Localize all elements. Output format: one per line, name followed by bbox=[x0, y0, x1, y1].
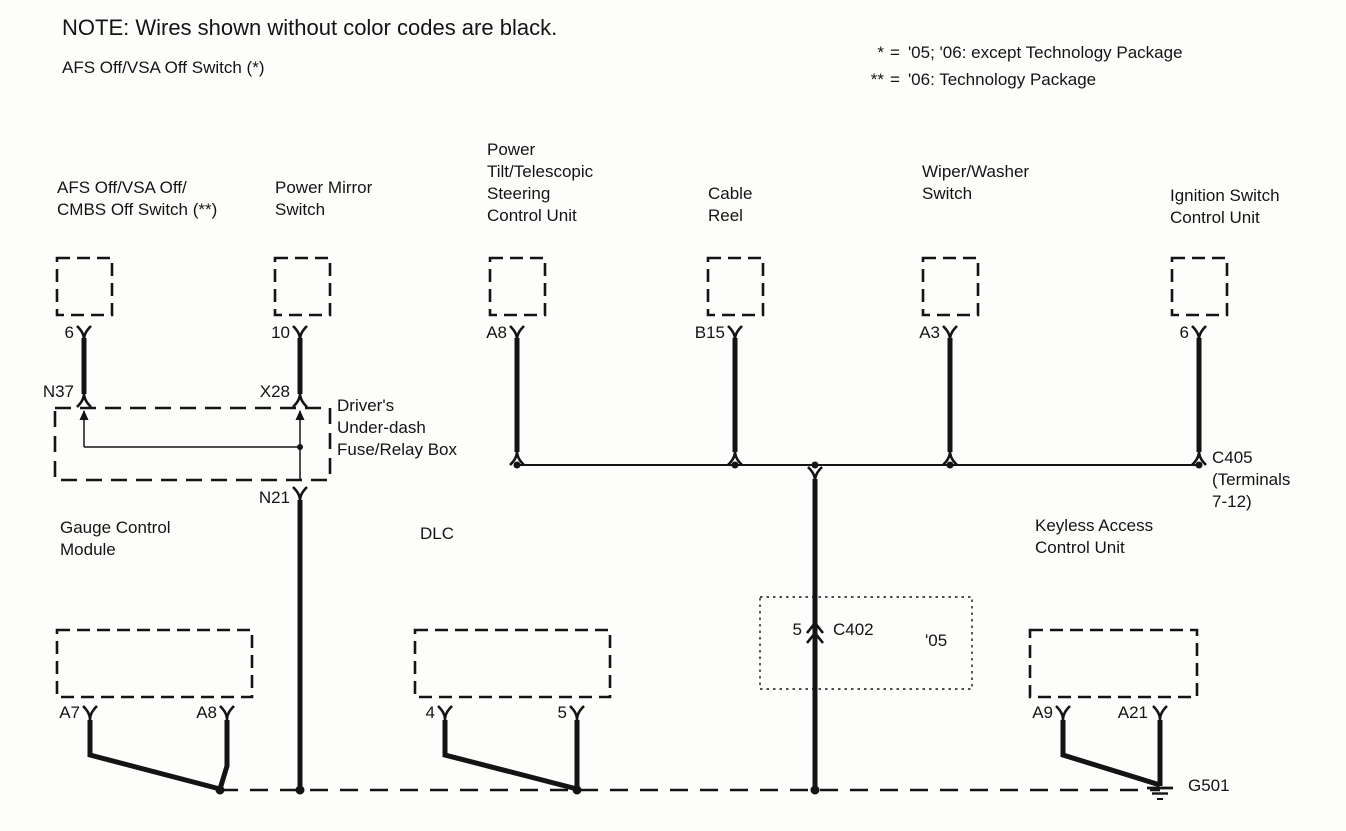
dlc-label: DLC bbox=[420, 524, 455, 543]
gauge-a7-connector bbox=[81, 704, 99, 722]
cable-reel-label: Cable Reel bbox=[708, 184, 753, 225]
legend-equals-2: = bbox=[890, 70, 900, 89]
gauge-module-label: Gauge Control Module bbox=[60, 518, 171, 559]
c402-chevron-top bbox=[805, 620, 825, 634]
legend-symbol-1: * bbox=[877, 43, 884, 62]
g501-ground-label: G501 bbox=[1188, 776, 1230, 795]
c402-connector bbox=[805, 620, 825, 644]
note-text: NOTE: Wires shown without color codes ar… bbox=[62, 15, 558, 40]
component-boxes bbox=[53, 256, 1229, 699]
dlc-4-connector bbox=[436, 704, 454, 722]
ground-bus-dot-c402 bbox=[810, 785, 820, 795]
model-year-05-box bbox=[759, 596, 973, 690]
x28-node-label: X28 bbox=[259, 382, 290, 401]
power-mirror-pin-label: 10 bbox=[271, 323, 290, 342]
ignition-switch-label: Ignition Switch Control Unit bbox=[1170, 186, 1280, 227]
c402-name-label: C402 bbox=[833, 620, 874, 639]
power-mirror-pin-connector bbox=[291, 324, 309, 342]
n37-connector bbox=[75, 391, 93, 409]
ground-bus-dot-gauge bbox=[215, 785, 225, 795]
ground-symbol bbox=[1147, 786, 1173, 800]
top-bus-dot-wiper bbox=[946, 461, 954, 469]
fuse-relay-box bbox=[53, 406, 332, 482]
wiper-washer-pin-connector bbox=[941, 324, 959, 342]
gauge-a8-connector bbox=[218, 704, 236, 722]
power-mirror-box bbox=[273, 256, 332, 317]
keyless-a21-connector bbox=[1151, 704, 1169, 722]
n21-connector bbox=[291, 485, 309, 503]
keyless-a9-wire bbox=[1060, 720, 1161, 788]
keyless-label: Keyless Access Control Unit bbox=[1035, 516, 1154, 557]
cable-reel-pin-connector bbox=[726, 324, 744, 342]
fuse-internal-arrow-n37 bbox=[79, 410, 89, 420]
junction-dots bbox=[215, 461, 1203, 795]
afs-switch-box bbox=[55, 256, 114, 317]
ground-bus-dot-n21 bbox=[295, 785, 305, 795]
afs-switch-label: AFS Off/VSA Off/ CMBS Off Switch (**) bbox=[57, 178, 218, 219]
cable-reel-box bbox=[706, 256, 765, 317]
legend-row-2: ** = '06: Technology Package bbox=[858, 66, 1183, 93]
power-tilt-pin-label: A8 bbox=[486, 323, 507, 342]
wiper-washer-label: Wiper/Washer Switch bbox=[922, 162, 1030, 203]
n21-node-label: N21 bbox=[258, 488, 290, 507]
afs-pin-label: 6 bbox=[64, 323, 74, 342]
top-bus-dot-c402-branch bbox=[811, 461, 819, 469]
top-bus-dot-cable-reel bbox=[731, 461, 739, 469]
legend-text-2: '06: Technology Package bbox=[907, 70, 1097, 89]
fuse-internal-arrow-x28 bbox=[295, 410, 305, 420]
power-tilt-pin-connector bbox=[508, 324, 526, 342]
afs-pin-connector bbox=[75, 324, 93, 342]
ignition-pin-connector bbox=[1190, 324, 1208, 342]
legend-equals-1: = bbox=[890, 43, 900, 62]
fuse-box-label: Driver's Under-dash Fuse/Relay Box bbox=[337, 396, 457, 459]
c402-chevron-bottom bbox=[805, 630, 825, 644]
x28-connector bbox=[291, 391, 309, 409]
dlc-4-wire bbox=[442, 720, 578, 792]
gauge-a8-wire bbox=[217, 720, 230, 790]
dlc-4-pin-label: 4 bbox=[425, 703, 435, 722]
legend-symbol-2: ** bbox=[870, 70, 884, 89]
gauge-module-box bbox=[55, 628, 254, 699]
dlc-5-connector bbox=[568, 704, 586, 722]
fuse-internal-junction-dot bbox=[297, 444, 303, 450]
keyless-box bbox=[1028, 628, 1199, 699]
gauge-a7-pin-label: A7 bbox=[59, 703, 80, 722]
bus-lines bbox=[220, 464, 1199, 792]
power-tilt-label: Power Tilt/Telescopic Steering Control U… bbox=[487, 140, 594, 225]
keyless-a21-pin-label: A21 bbox=[1117, 703, 1148, 722]
c402-branch-bus-connector bbox=[806, 465, 824, 483]
dlc-box bbox=[413, 628, 612, 699]
wiper-washer-box bbox=[921, 256, 980, 317]
gauge-a7-wire bbox=[87, 720, 221, 792]
ground-bus-dot-dlc bbox=[572, 785, 582, 795]
legend-text-1: '05; '06: except Technology Package bbox=[907, 43, 1183, 62]
legend-row-1: * = '05; '06: except Technology Package bbox=[858, 39, 1183, 66]
power-tilt-box bbox=[488, 256, 547, 317]
wires bbox=[81, 338, 1202, 792]
gauge-a8-pin-label: A8 bbox=[196, 703, 217, 722]
ignition-switch-box bbox=[1170, 256, 1229, 317]
cable-reel-pin-label: B15 bbox=[694, 323, 725, 342]
ignition-pin-label: 6 bbox=[1179, 323, 1189, 342]
c402-pin-label: 5 bbox=[792, 620, 802, 639]
keyless-a9-pin-label: A9 bbox=[1032, 703, 1053, 722]
dlc-5-pin-label: 5 bbox=[557, 703, 567, 722]
n37-node-label: N37 bbox=[42, 382, 74, 401]
top-bus-dot-power-tilt bbox=[513, 461, 521, 469]
diagram-subtitle: AFS Off/VSA Off Switch (*) bbox=[62, 58, 265, 77]
wiper-pin-label: A3 bbox=[919, 323, 940, 342]
fuse-box-internal bbox=[79, 410, 305, 480]
top-bus-dot-ignition bbox=[1195, 461, 1203, 469]
c405-connector-label: C405 (Terminals 7-12) bbox=[1212, 448, 1291, 511]
keyless-a9-connector bbox=[1054, 704, 1072, 722]
footnote-legend: * = '05; '06: except Technology Package … bbox=[858, 39, 1183, 93]
c402-variant-label: '05 bbox=[925, 631, 948, 650]
power-mirror-label: Power Mirror Switch bbox=[275, 178, 373, 219]
